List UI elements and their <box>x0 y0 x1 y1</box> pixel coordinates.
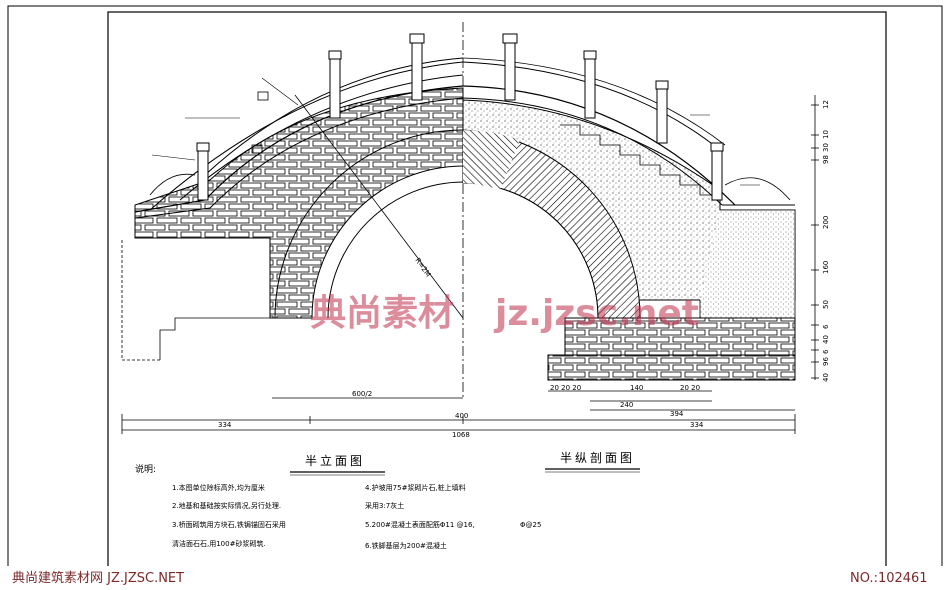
vertical-dim-label: 10 <box>822 130 830 139</box>
footer-left: 典尚建筑素材网 JZ.JZSC.NET <box>12 570 184 586</box>
note-4: 4.护坡用75#浆砌片石,桩上填料 <box>365 483 466 492</box>
note-2: 2.地基和基础按实际情况,另行处理. <box>172 501 281 510</box>
note-3b: 清洁面石石,用100#砂浆砌筑. <box>172 539 266 548</box>
note-5: 5.200#混凝土表面配筋Φ11 @16, <box>365 520 475 529</box>
left-title: 半立面图 <box>305 453 365 468</box>
right-sub5-dim: 394 <box>670 410 684 418</box>
horizontal-dims: 600/2 20 20 20 140 20 20 240 394 334 400… <box>121 384 796 439</box>
right-title: 半纵剖面图 <box>560 451 635 465</box>
right-sub3-dim: 20 20 <box>680 384 700 392</box>
notes: 说明: 1.本图单位除标高外,均为厘米 2.地基和基础按实际情况,另行处理. 3… <box>135 463 541 550</box>
right-width-dim: 334 <box>690 421 704 429</box>
vertical-dim-label: 40 <box>822 335 830 344</box>
vertical-dim-label: 12 <box>822 100 830 109</box>
vertical-dim-label: 40 <box>822 373 830 382</box>
total-width-dim: 1068 <box>452 431 470 439</box>
vertical-dim-label: 96 <box>822 357 830 366</box>
right-sub1-dim: 20 20 20 <box>550 384 581 392</box>
watermark-cn: 典尚素材 <box>310 293 454 334</box>
left-width-dim: 334 <box>218 421 232 429</box>
note-1: 1.本图单位除标高外,均为厘米 <box>172 483 265 492</box>
vertical-dim-label: 200 <box>822 216 830 229</box>
center-width-dim: 400 <box>455 412 468 420</box>
vertical-dim-label: 30 <box>822 143 830 152</box>
note-4b: 采用3:7灰土 <box>365 501 404 510</box>
vertical-dims: 12 10 30 98 200 160 50 6 40 6 96 40 <box>811 95 830 382</box>
vertical-dim-label: 50 <box>822 300 830 309</box>
note-5-extra: Φ@25 <box>520 521 541 529</box>
notes-heading: 说明: <box>135 463 156 475</box>
vertical-dim-label: 160 <box>822 261 830 274</box>
outer-frame <box>7 5 943 573</box>
right-sub4-dim: 240 <box>620 401 633 409</box>
half-span-dim: 600/2 <box>352 390 372 398</box>
vertical-dim-label: 6 <box>822 349 830 354</box>
radius-label: R=2M <box>413 257 432 279</box>
watermark-url: jz.jzsc.net <box>493 293 699 334</box>
note-6: 6.铁脚基层为200#混凝土 <box>365 541 447 550</box>
left-half-elevation: R=2M <box>121 33 464 361</box>
vertical-dim-label: 98 <box>822 155 830 164</box>
note-3: 3.桥面砌筑用方块石,铁锔锚固石采用 <box>172 520 286 529</box>
right-sub2-dim: 140 <box>630 384 643 392</box>
vertical-dim-label: 6 <box>822 324 830 329</box>
footer-right: NO.:102461 <box>850 571 928 586</box>
right-half-section <box>462 33 796 381</box>
callout-box-1 <box>257 91 269 101</box>
callout-box-2 <box>251 144 263 154</box>
